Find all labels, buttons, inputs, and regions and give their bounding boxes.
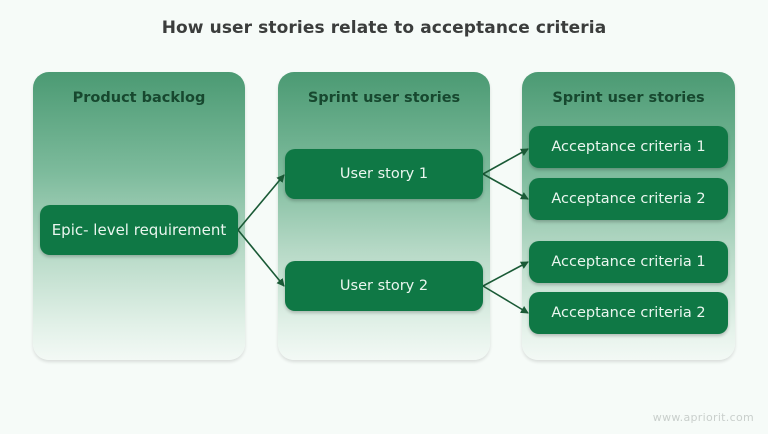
node-acceptance-criteria-1-story-2: Acceptance criteria 1 — [529, 241, 728, 283]
node-acceptance-criteria-2-story-2: Acceptance criteria 2 — [529, 292, 728, 334]
watermark: www.apriorit.com — [652, 411, 754, 424]
node-acceptance-criteria-2-story-1: Acceptance criteria 2 — [529, 178, 728, 220]
node-user-story-2: User story 2 — [285, 261, 483, 311]
panel-title: Product backlog — [72, 90, 206, 106]
panel-title: Sprint user stories — [552, 90, 705, 106]
panel-title: Sprint user stories — [307, 90, 461, 106]
node-epic-requirement: Epic- level requirement — [40, 205, 238, 255]
node-acceptance-criteria-1-story-1: Acceptance criteria 1 — [529, 126, 728, 168]
panel-sprint-user-stories: Sprint user stories — [278, 72, 490, 360]
node-user-story-1: User story 1 — [285, 149, 483, 199]
diagram-title: How user stories relate to acceptance cr… — [161, 18, 607, 38]
